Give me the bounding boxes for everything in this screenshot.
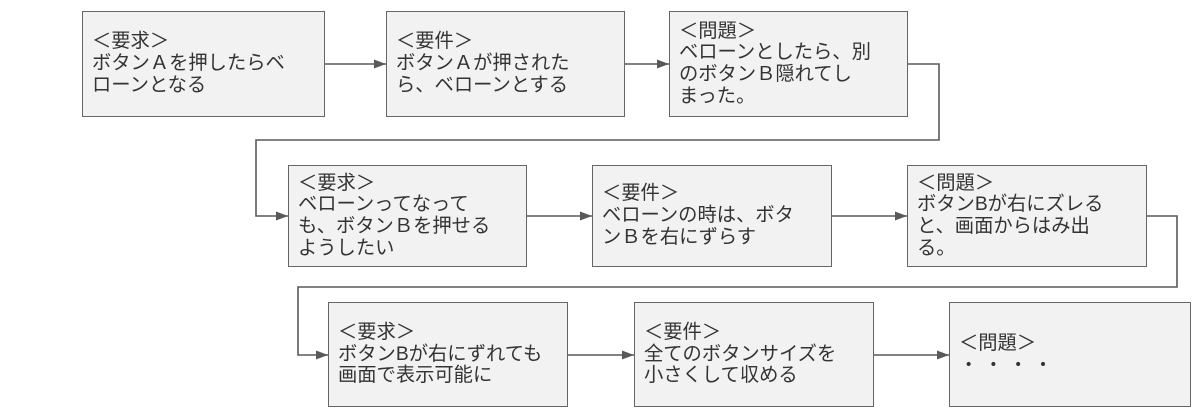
flow-box-problem-2: ＜問題＞ ボタンBが右にズレる と、画面からはみ出 る。: [907, 165, 1147, 267]
flow-box-requirement-3: ＜要件＞ 全てのボタンサイズを 小さくして収める: [634, 302, 874, 407]
box-title: ＜問題＞: [679, 20, 757, 42]
box-title: ＜問題＞: [917, 172, 995, 194]
box-title: ＜要求＞: [338, 321, 416, 343]
box-body: 全てのボタンサイズを 小さくして収める: [644, 343, 837, 387]
box-body: ボタンＡを押したらベ ローンとなる: [92, 53, 285, 96]
box-body: ボタンＡが押された ら、ベローンとする: [396, 53, 570, 96]
flow-box-demand-3: ＜要求＞ ボタンBが右にずれても 画面で表示可能に: [328, 302, 568, 407]
flow-box-problem-3: ＜問題＞ ・・・・: [949, 302, 1191, 407]
box-title: ＜要件＞: [602, 183, 680, 205]
box-title: ＜要求＞: [298, 172, 376, 194]
flow-box-requirement-1: ＜要件＞ ボタンＡが押された ら、ベローンとする: [386, 11, 625, 117]
flow-box-problem-1: ＜問題＞ ベローンとしたら、別 のボタンＢ隠れてし まった。: [669, 11, 908, 117]
box-body: ボタンBが右にずれても 画面で表示可能に: [338, 343, 543, 387]
flow-box-demand-2: ＜要求＞ ベローンってなって も、ボタンＢを押せる ようしたい: [288, 165, 527, 267]
flow-box-requirement-2: ＜要件＞ ベローンの時は、ボタ ンＢを右にずらす: [592, 165, 832, 267]
box-body: ベローンってなって も、ボタンＢを押せる ようしたい: [298, 194, 491, 259]
box-title: ＜要件＞: [396, 31, 474, 53]
flow-box-demand-1: ＜要求＞ ボタンＡを押したらベ ローンとなる: [82, 11, 325, 117]
box-body: ・・・・: [959, 354, 1059, 376]
box-body: ベローンとしたら、別 のボタンＢ隠れてし まった。: [679, 42, 871, 107]
box-body: ボタンBが右にズレる と、画面からはみ出 る。: [917, 194, 1104, 259]
box-title: ＜要求＞: [92, 31, 170, 53]
box-title: ＜問題＞: [959, 332, 1037, 354]
box-body: ベローンの時は、ボタ ンＢを右にずらす: [602, 205, 794, 248]
box-title: ＜要件＞: [644, 321, 722, 343]
